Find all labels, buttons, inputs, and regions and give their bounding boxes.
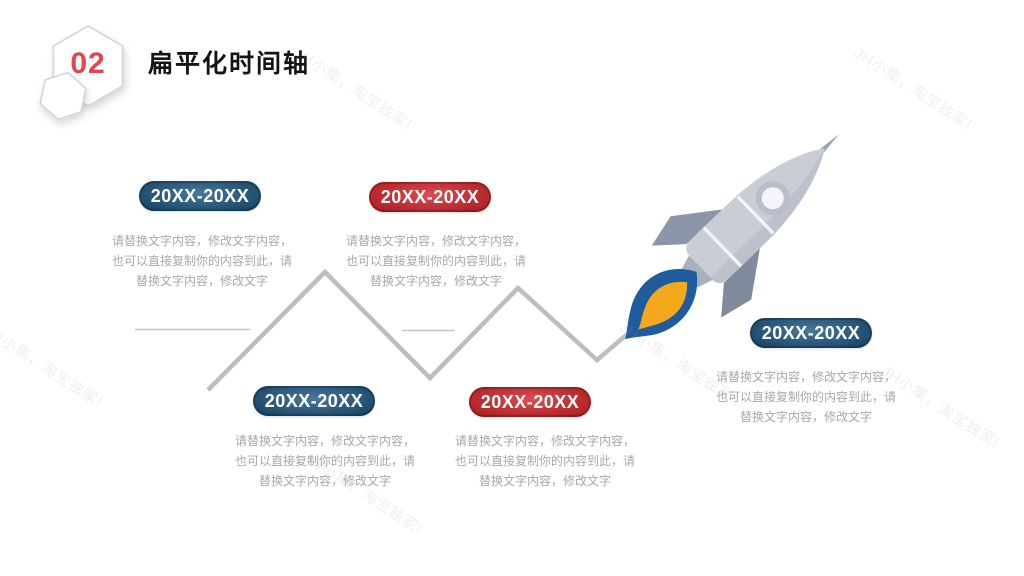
description-line: 也可以直接复制你的内容到此，请	[454, 454, 635, 468]
description-line: 请替换文字内容，修改文字内容，	[715, 370, 896, 384]
date-pill-5: 20XX-20XX	[750, 318, 872, 348]
description-line: 请替换文字内容，修改文字内容，	[111, 234, 292, 248]
item-description-1: 请替换文字内容，修改文字内容， 也可以直接复制你的内容到此，请 替换文字内容，修…	[96, 231, 308, 291]
date-pill-label: 20XX-20XX	[480, 392, 580, 412]
description-line: 请替换文字内容，修改文字内容，	[345, 234, 526, 248]
date-pill-label: 20XX-20XX	[380, 187, 480, 207]
date-pill-3: 20XX-20XX	[253, 386, 375, 416]
item-description-5: 请替换文字内容，修改文字内容， 也可以直接复制你的内容到此，请 替换文字内容，修…	[700, 367, 912, 427]
section-number: 02	[70, 47, 106, 80]
date-pill-label: 20XX-20XX	[150, 186, 250, 206]
date-pill-4: 20XX-20XX	[469, 387, 591, 417]
date-pill-label: 20XX-20XX	[761, 323, 861, 343]
hexagon-badge-icon	[39, 25, 124, 121]
description-line: 替换文字内容，修改文字	[258, 474, 391, 488]
description-line: 请替换文字内容，修改文字内容，	[234, 434, 415, 448]
item-description-3: 请替换文字内容，修改文字内容， 也可以直接复制你的内容到此，请 替换文字内容，修…	[219, 431, 431, 491]
description-line: 请替换文字内容，修改文字内容，	[454, 434, 635, 448]
description-line: 也可以直接复制你的内容到此，请	[715, 390, 896, 404]
description-line: 替换文字内容，修改文字	[739, 410, 872, 424]
description-line: 替换文字内容，修改文字	[369, 274, 502, 288]
description-line: 替换文字内容，修改文字	[478, 474, 611, 488]
description-line: 也可以直接复制你的内容到此，请	[345, 254, 526, 268]
description-line: 替换文字内容，修改文字	[135, 274, 268, 288]
hexagon-small-icon	[39, 71, 87, 121]
date-pill-2: 20XX-20XX	[369, 182, 491, 212]
page-title: 扁平化时间轴	[148, 50, 311, 78]
description-line: 也可以直接复制你的内容到此，请	[111, 254, 292, 268]
timeline-zigzag-line	[206, 268, 674, 392]
description-line: 也可以直接复制你的内容到此，请	[234, 454, 415, 468]
item-description-4: 请替换文字内容，修改文字内容， 也可以直接复制你的内容到此，请 替换文字内容，修…	[439, 431, 651, 491]
item-description-2: 请替换文字内容，修改文字内容， 也可以直接复制你的内容到此，请 替换文字内容，修…	[330, 231, 542, 291]
date-pill-label: 20XX-20XX	[264, 391, 364, 411]
rocket-icon	[625, 134, 839, 340]
date-pill-1: 20XX-20XX	[139, 181, 261, 211]
